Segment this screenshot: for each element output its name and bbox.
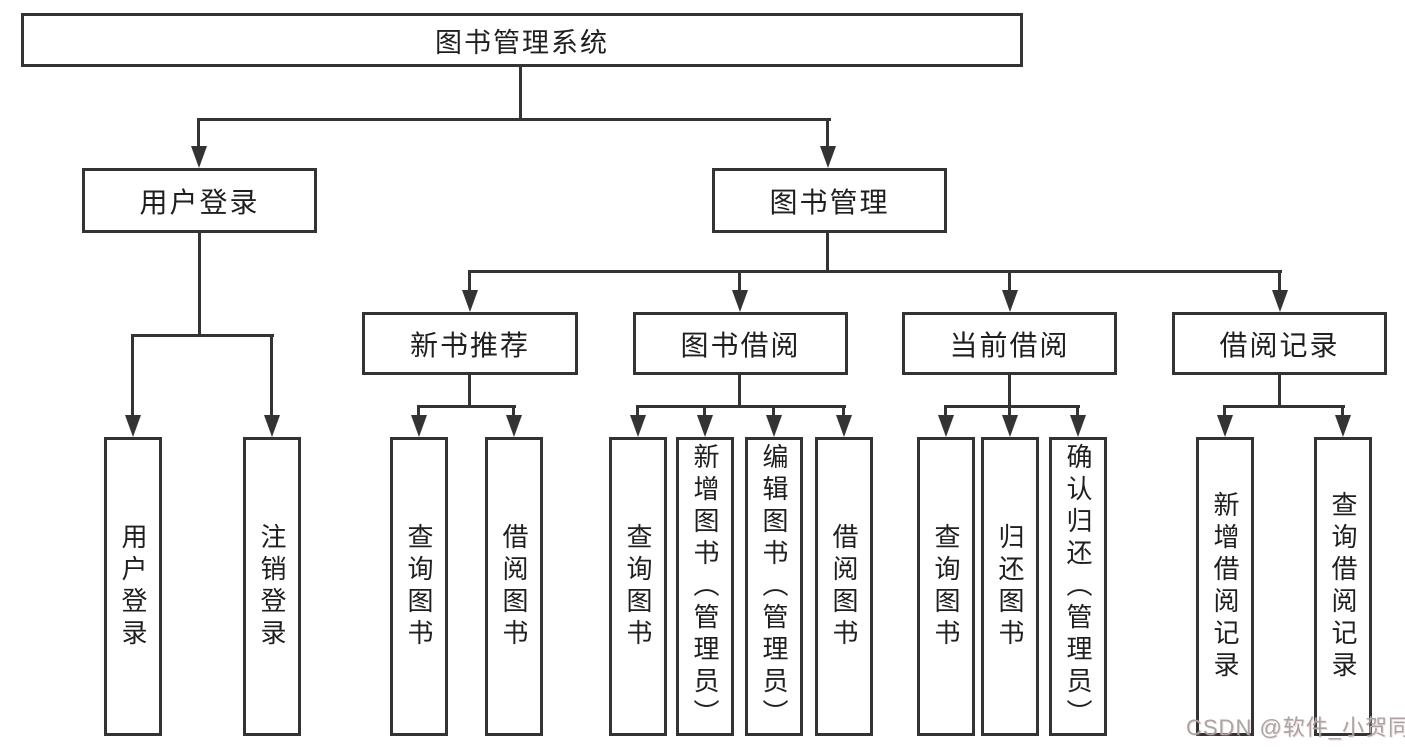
connector-level3-stem-line <box>1008 270 1011 294</box>
leaf-confirm-return-admin: 确认归还（管理员） <box>1049 437 1107 736</box>
connector-level3-stem-line <box>738 270 741 294</box>
arrow-down-icon <box>1002 415 1018 437</box>
leaf-user-login: 用户登录 <box>104 437 162 736</box>
node-borrowing-records: 借阅记录 <box>1172 312 1387 375</box>
connector-new-book-drop-line <box>417 405 420 418</box>
arrow-down-icon <box>264 415 280 437</box>
connector-current-borrow-drop-line <box>1076 405 1079 418</box>
leaf-logout: 注销登录 <box>243 437 301 736</box>
connector-borrow-record-rail-line <box>1223 405 1345 408</box>
connector-book-borrow-drop-line <box>772 405 775 418</box>
leaf-label: 确认归还（管理员） <box>1063 442 1093 731</box>
leaf-add-books-admin: 新增图书（管理员） <box>676 437 734 736</box>
connector-level3-stem-line <box>468 270 471 294</box>
connector-user-login-rail-line <box>131 334 274 337</box>
connector-borrow-record-drop-line <box>1341 405 1344 418</box>
arrow-down-icon <box>1272 290 1288 312</box>
arrow-down-icon <box>938 415 954 437</box>
connector-current-borrow-rail-line <box>944 405 1080 408</box>
arrow-down-icon <box>1070 415 1086 437</box>
node-book-borrowing: 图书借阅 <box>633 312 848 375</box>
connector-level3-stem-line <box>1278 270 1281 294</box>
node-label: 用户登录 <box>139 186 260 218</box>
connector-book-borrow-rail-line <box>636 405 846 408</box>
arrow-down-icon <box>191 146 207 168</box>
connector-user-login-drop-line <box>131 334 134 417</box>
arrow-down-icon <box>697 415 713 437</box>
arrow-down-icon <box>1217 415 1233 437</box>
leaf-label: 查询借阅记录 <box>1328 490 1358 683</box>
node-label: 新书推荐 <box>409 329 530 361</box>
connector-user-login-stem-line <box>198 233 201 336</box>
connector-current-borrow-drop-line <box>1008 405 1011 418</box>
leaf-label: 新增图书（管理员） <box>690 442 720 731</box>
leaf-label: 编辑图书（管理员） <box>759 442 789 731</box>
arrow-down-icon <box>125 415 141 437</box>
connector-book-management-stem-line <box>826 233 829 272</box>
connector-borrow-record-drop-line <box>1223 405 1226 418</box>
arrow-down-icon <box>1002 290 1018 312</box>
node-library-management-system: 图书管理系统 <box>21 13 1023 67</box>
connector-level2-right-stem-line <box>826 118 829 148</box>
node-label: 图书管理系统 <box>435 27 609 58</box>
leaf-label: 查询图书 <box>404 522 434 651</box>
connector-current-borrow-stem-line <box>1008 375 1011 408</box>
node-label: 图书借阅 <box>680 329 801 361</box>
leaf-add-borrow-record: 新增借阅记录 <box>1196 437 1254 736</box>
leaf-label: 查询图书 <box>623 522 653 651</box>
connector-user-login-drop-line <box>270 334 273 417</box>
leaf-label: 新增借阅记录 <box>1210 490 1240 683</box>
arrow-down-icon <box>506 415 522 437</box>
node-book-management: 图书管理 <box>712 168 947 233</box>
leaf-borrow-books-borrowing: 借阅图书 <box>815 437 873 736</box>
node-current-borrowing: 当前借阅 <box>902 312 1117 375</box>
connector-level2-left-stem-line <box>197 118 200 148</box>
connector-level3-rail-line <box>468 270 1282 273</box>
connector-borrow-record-stem-line <box>1278 375 1281 408</box>
connector-new-book-rail-line <box>417 405 516 408</box>
leaf-edit-books-admin: 编辑图书（管理员） <box>745 437 803 736</box>
arrow-down-icon <box>462 290 478 312</box>
arrow-down-icon <box>820 146 836 168</box>
leaf-return-books: 归还图书 <box>981 437 1039 736</box>
arrow-down-icon <box>411 415 427 437</box>
leaf-query-books-current: 查询图书 <box>917 437 975 736</box>
connector-book-borrow-drop-line <box>842 405 845 418</box>
leaf-label: 归还图书 <box>995 522 1025 651</box>
leaf-borrow-books-recommend: 借阅图书 <box>485 437 543 736</box>
arrow-down-icon <box>766 415 782 437</box>
leaf-query-books-borrowing: 查询图书 <box>609 437 667 736</box>
connector-root-stem-line <box>519 67 522 120</box>
connector-book-borrow-drop-line <box>636 405 639 418</box>
arrow-down-icon <box>836 415 852 437</box>
arrow-down-icon <box>732 290 748 312</box>
node-new-book-recommendation: 新书推荐 <box>362 312 578 375</box>
connector-level2-rail-line <box>197 118 831 121</box>
connector-book-borrow-stem-line <box>738 375 741 408</box>
connector-current-borrow-drop-line <box>944 405 947 418</box>
node-label: 当前借阅 <box>949 329 1070 361</box>
connector-new-book-stem-line <box>468 375 471 408</box>
leaf-label: 借阅图书 <box>499 522 529 651</box>
connector-new-book-drop-line <box>512 405 515 418</box>
node-label: 借阅记录 <box>1219 329 1340 361</box>
node-label: 图书管理 <box>769 186 890 218</box>
connector-book-borrow-drop-line <box>703 405 706 418</box>
leaf-query-books-recommend: 查询图书 <box>390 437 448 736</box>
leaf-label: 借阅图书 <box>829 522 859 651</box>
leaf-label: 查询图书 <box>931 522 961 651</box>
node-user-login: 用户登录 <box>82 168 317 233</box>
leaf-label: 注销登录 <box>257 522 287 651</box>
csdn-watermark: CSDN @软件_小贺同学 <box>1186 715 1405 740</box>
arrow-down-icon <box>630 415 646 437</box>
arrow-down-icon <box>1335 415 1351 437</box>
leaf-query-borrow-record: 查询借阅记录 <box>1314 437 1372 736</box>
leaf-label: 用户登录 <box>118 522 148 651</box>
